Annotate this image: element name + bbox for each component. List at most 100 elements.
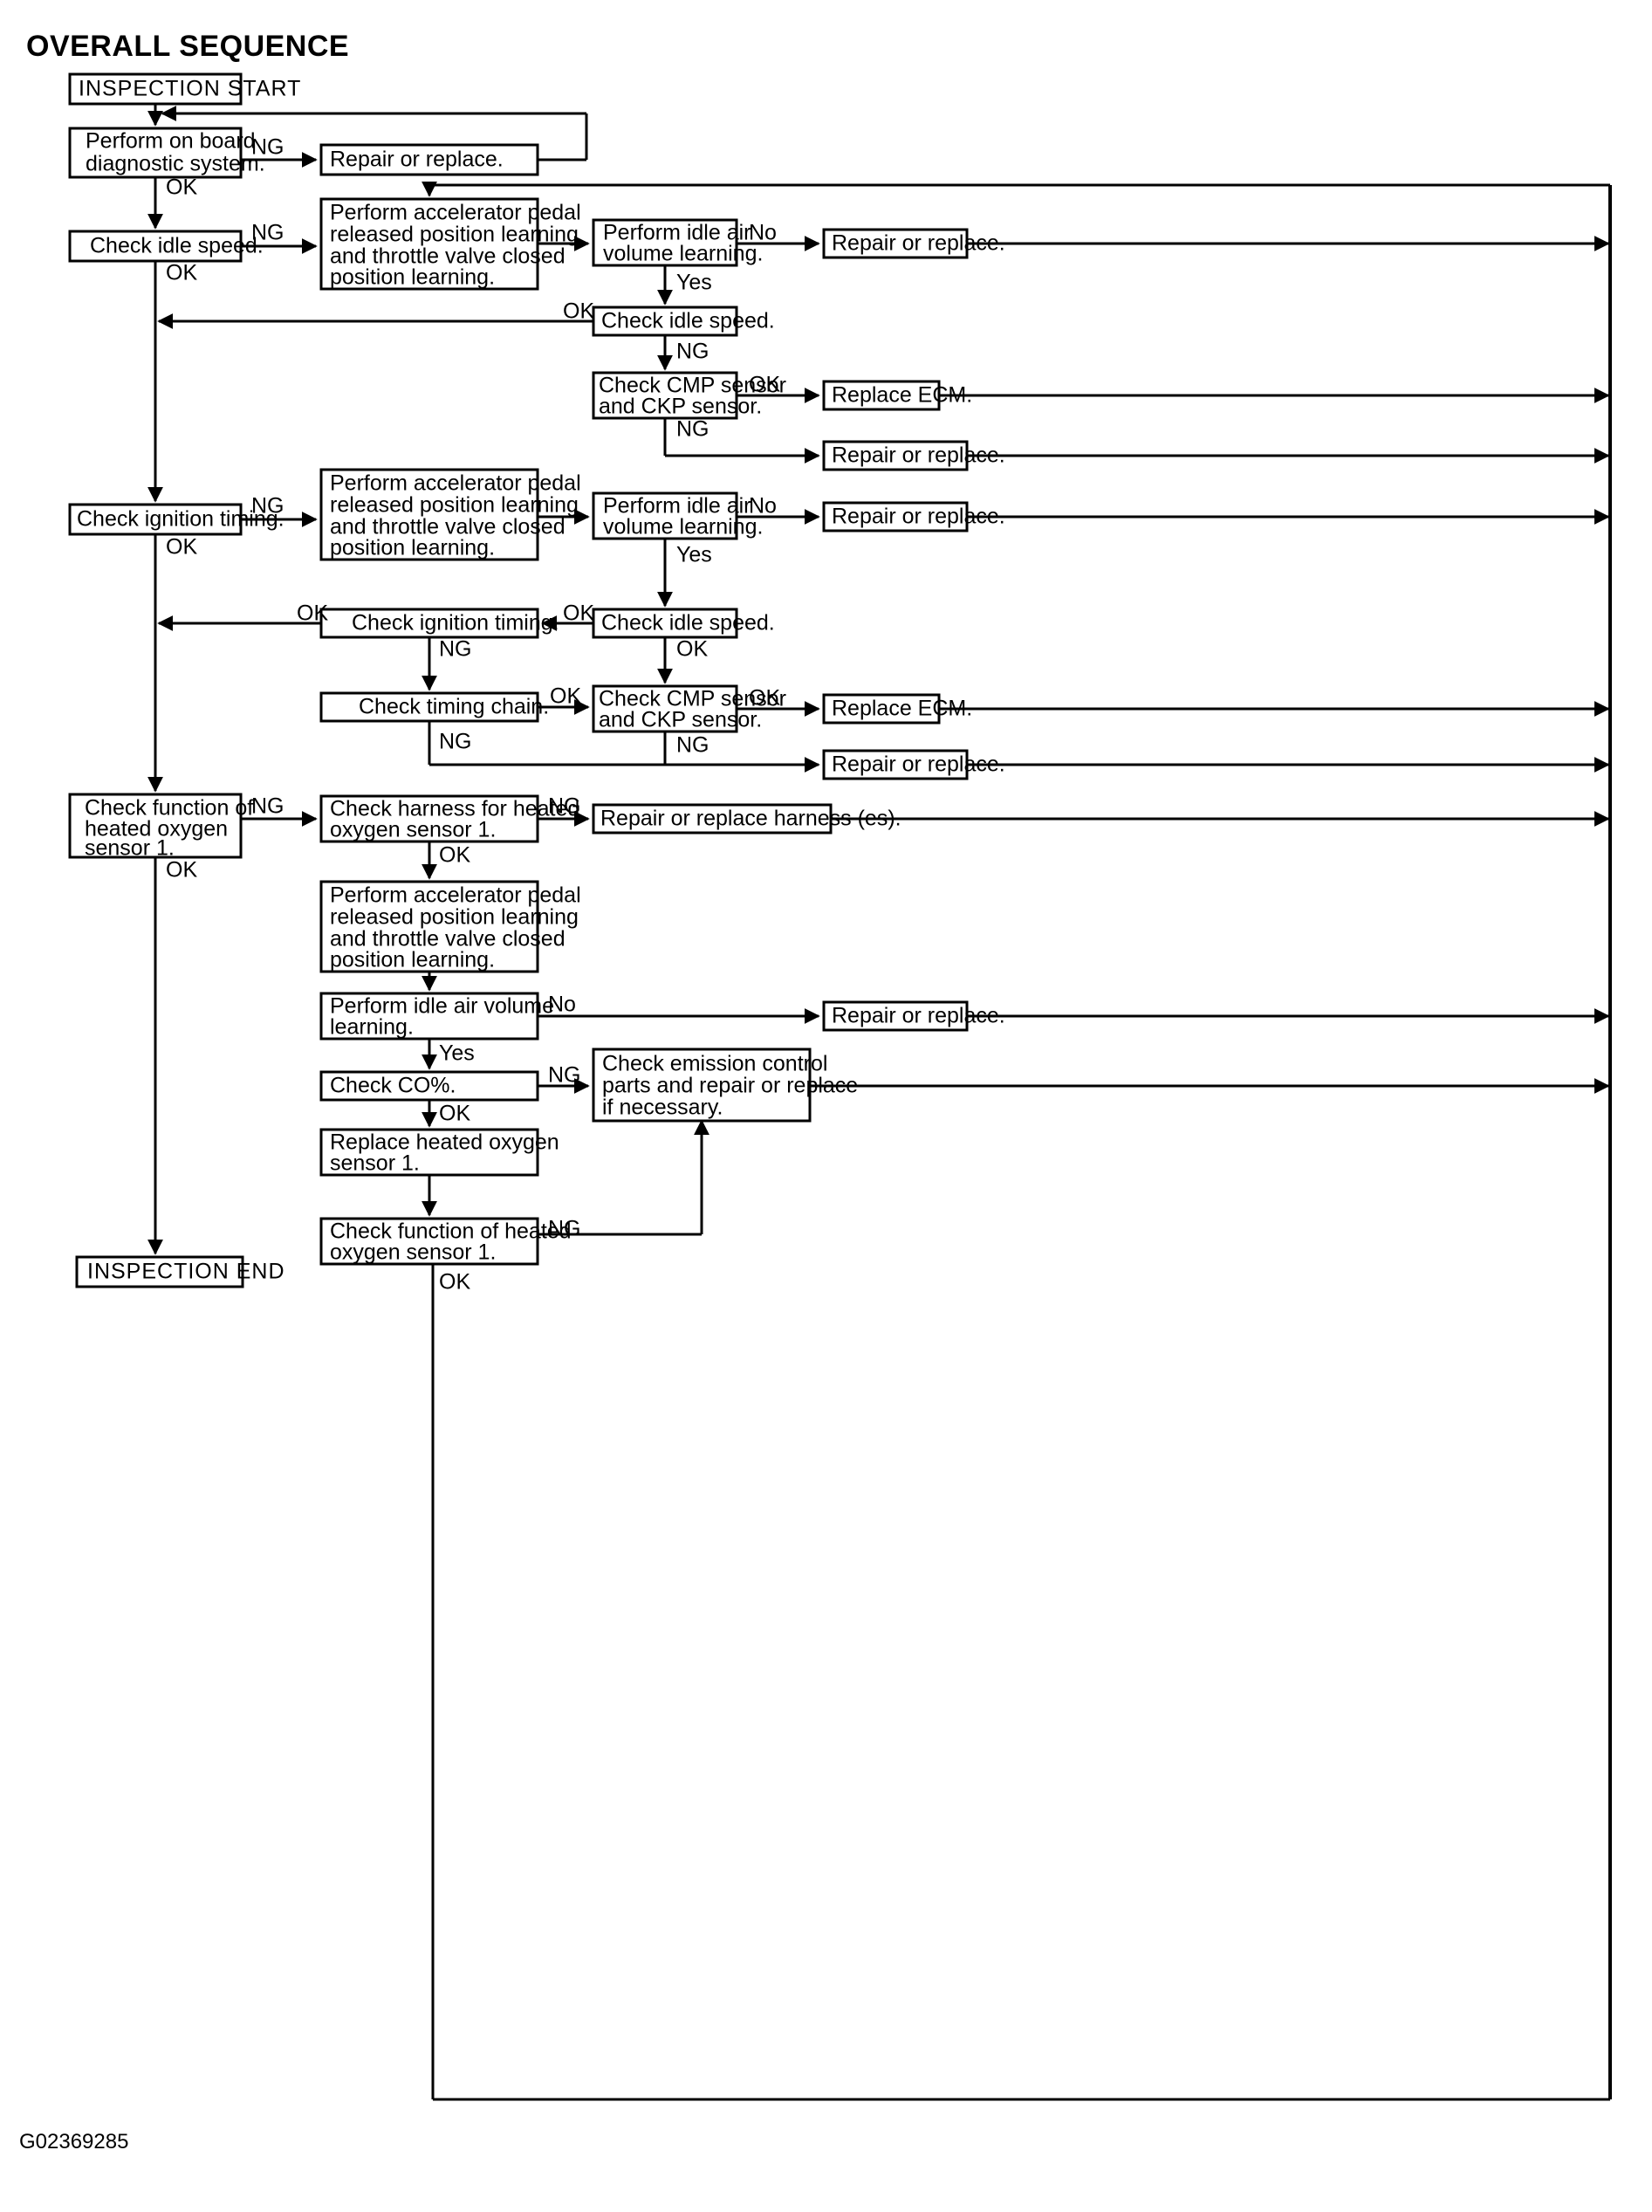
edge-label-finalfunc-ng: NG xyxy=(548,1217,581,1241)
node-repair-or-replace-1-label: Repair or replace. xyxy=(330,148,504,172)
node-idle-air-volume-learning-1[interactable]: Perform idle air volume learning. xyxy=(592,218,763,267)
node-repair-or-replace-1[interactable]: Repair or replace. xyxy=(319,143,539,176)
node-check-cmp-ckp-2[interactable]: Check CMP sensor and CKP sensor. xyxy=(592,684,786,733)
node-check-ignition-timing-2[interactable]: Check ignition timing. xyxy=(319,608,559,639)
node-repair-or-replace-3[interactable]: Repair or replace. xyxy=(822,440,1005,471)
node-repair-or-replace-2[interactable]: Repair or replace. xyxy=(822,228,1005,259)
node-pedal-learning-2-line4: position learning. xyxy=(330,536,495,560)
node-idle-air-volume-learning-1-line1: Perform idle air xyxy=(603,221,751,245)
node-repair-or-replace-6[interactable]: Repair or replace. xyxy=(822,1000,1005,1032)
node-check-co-percent[interactable]: Check CO%. xyxy=(319,1070,539,1102)
node-idle-air-volume-learning-3-line2: learning. xyxy=(330,1015,414,1040)
edge-label-ign1-ng: NG xyxy=(251,494,284,519)
node-check-o2-function-2[interactable]: Check function of heated oxygen sensor 1… xyxy=(319,1217,572,1266)
node-pedal-learning-1-line1: Perform accelerator pedal xyxy=(330,201,581,225)
node-repair-replace-harness-label: Repair or replace harness (es). xyxy=(600,807,901,831)
node-pedal-learning-3-line1: Perform accelerator pedal xyxy=(330,883,581,908)
edge-label-harness-ng: NG xyxy=(548,794,581,819)
node-check-cmp-ckp-1-line1: Check CMP sensor xyxy=(599,374,786,398)
node-idle-air-volume-learning-2-line1: Perform idle air xyxy=(603,494,751,519)
edge-label-idle1-ok: OK xyxy=(166,261,197,285)
edge-label-idle3-ng: OK xyxy=(676,637,708,662)
node-replace-o2-sensor[interactable]: Replace heated oxygen sensor 1. xyxy=(319,1128,559,1177)
edge-label-cmp1-ok: OK xyxy=(749,373,780,397)
node-check-ignition-timing-1-label: Check ignition timing. xyxy=(77,507,284,532)
node-idle-air-volume-learning-1-line2: volume learning. xyxy=(603,242,763,266)
node-inspection-start[interactable]: INSPECTION START xyxy=(68,72,301,106)
node-repair-or-replace-4[interactable]: Repair or replace. xyxy=(822,501,1005,532)
edge-label-o2func-ng: NG xyxy=(251,794,284,819)
node-pedal-learning-1[interactable]: Perform accelerator pedal released posit… xyxy=(319,197,581,291)
edge-label-idleair3-yes: Yes xyxy=(439,1041,475,1066)
node-check-ignition-timing-2-label: Check ignition timing. xyxy=(352,611,559,635)
node-pedal-learning-3-line3: and throttle valve closed xyxy=(330,927,566,951)
node-perform-obd-line2: diagnostic system. xyxy=(86,152,265,176)
edge-label-co-ng: NG xyxy=(548,1063,581,1088)
node-replace-o2-sensor-line2: sensor 1. xyxy=(330,1151,420,1176)
edge-label-idle1-ng: NG xyxy=(251,221,284,245)
node-repair-replace-harness[interactable]: Repair or replace harness (es). xyxy=(592,803,901,835)
edge-label-ign2-ok: OK xyxy=(297,601,328,626)
node-check-idle-speed-1-label: Check idle speed. xyxy=(90,234,264,258)
node-check-idle-speed-1[interactable]: Check idle speed. xyxy=(68,230,264,263)
node-repair-or-replace-3-label: Repair or replace. xyxy=(832,443,1005,468)
node-check-o2-function-2-line1: Check function of heated xyxy=(330,1219,572,1244)
node-check-o2-harness[interactable]: Check harness for heated oxygen sensor 1… xyxy=(319,794,579,843)
page-title: OVERALL SEQUENCE xyxy=(26,30,350,63)
node-check-emission-control[interactable]: Check emission control parts and repair … xyxy=(592,1048,858,1123)
node-repair-or-replace-6-label: Repair or replace. xyxy=(832,1004,1005,1028)
node-pedal-learning-2-line1: Perform accelerator pedal xyxy=(330,471,581,496)
edge-label-ign1-ok: OK xyxy=(166,535,197,560)
edge-label-idle2-ng: NG xyxy=(676,340,709,364)
node-repair-or-replace-5-label: Repair or replace. xyxy=(832,752,1005,777)
figure-id-label: G02369285 xyxy=(19,2130,129,2154)
node-check-emission-control-line3: if necessary. xyxy=(602,1096,723,1120)
edge-label-idle3-ok: OK xyxy=(563,601,594,626)
node-pedal-learning-3[interactable]: Perform accelerator pedal released posit… xyxy=(319,880,581,973)
edge-label-cmp1-ng: NG xyxy=(676,417,709,442)
node-check-idle-speed-3[interactable]: Check idle speed. xyxy=(592,608,775,639)
node-check-cmp-ckp-1-line2: and CKP sensor. xyxy=(599,395,762,419)
node-replace-ecm-1[interactable]: Replace ECM. xyxy=(822,380,972,411)
node-check-timing-chain[interactable]: Check timing chain. xyxy=(319,691,549,723)
node-check-o2-harness-line2: oxygen sensor 1. xyxy=(330,818,496,842)
node-check-o2-function-1-line1: Check function of xyxy=(85,796,253,821)
node-check-o2-function-2-line2: oxygen sensor 1. xyxy=(330,1240,496,1265)
node-pedal-learning-3-line2: released position learning xyxy=(330,905,579,930)
node-pedal-learning-1-line3: and throttle valve closed xyxy=(330,244,566,269)
edge-label-co-ok: OK xyxy=(439,1102,470,1126)
node-check-emission-control-line2: parts and repair or replace xyxy=(602,1074,858,1098)
node-replace-ecm-2[interactable]: Replace ECM. xyxy=(822,693,972,725)
node-replace-o2-sensor-line1: Replace heated oxygen xyxy=(330,1130,559,1155)
node-idle-air-volume-learning-3[interactable]: Perform idle air volume learning. xyxy=(319,992,554,1041)
edge-label-o2func-ok: OK xyxy=(166,858,197,883)
node-pedal-learning-2-line2: released position learning xyxy=(330,493,579,518)
node-inspection-start-label: INSPECTION START xyxy=(79,77,301,101)
node-inspection-end[interactable]: INSPECTION END xyxy=(75,1255,285,1288)
node-check-idle-speed-3-label: Check idle speed. xyxy=(601,611,775,635)
edge-label-finalfunc-ok: OK xyxy=(439,1270,470,1295)
node-pedal-learning-2[interactable]: Perform accelerator pedal released posit… xyxy=(319,468,581,561)
node-check-idle-speed-2[interactable]: Check idle speed. xyxy=(592,306,775,337)
node-repair-or-replace-2-label: Repair or replace. xyxy=(832,231,1005,256)
edge-label-cmp2-ok: OK xyxy=(749,686,780,711)
node-pedal-learning-2-line3: and throttle valve closed xyxy=(330,515,566,539)
node-idle-air-volume-learning-2-line2: volume learning. xyxy=(603,515,763,539)
edge-label-layer: NG OK NG OK No Yes OK NG OK NG NG OK No … xyxy=(166,135,780,1295)
node-check-o2-function-1[interactable]: Check function of heated oxygen sensor 1… xyxy=(68,793,253,861)
node-perform-obd[interactable]: Perform on board diagnostic system. xyxy=(68,127,265,179)
node-idle-air-volume-learning-2[interactable]: Perform idle air volume learning. xyxy=(592,491,763,540)
edge-label-idleair2-no: No xyxy=(749,494,777,519)
node-check-cmp-ckp-1[interactable]: Check CMP sensor and CKP sensor. xyxy=(592,371,786,420)
edge-label-obd-ok: OK xyxy=(166,175,197,200)
node-check-cmp-ckp-2-line2: and CKP sensor. xyxy=(599,708,762,732)
edge-label-idleair2-yes: Yes xyxy=(676,543,712,567)
node-check-idle-speed-2-label: Check idle speed. xyxy=(601,309,775,333)
node-check-ignition-timing-1[interactable]: Check ignition timing. xyxy=(68,503,284,536)
edge-label-idleair1-no: No xyxy=(749,221,777,245)
edge-label-idleair3-no: No xyxy=(548,993,576,1017)
node-repair-or-replace-5[interactable]: Repair or replace. xyxy=(822,749,1005,780)
node-replace-ecm-2-label: Replace ECM. xyxy=(832,697,972,721)
